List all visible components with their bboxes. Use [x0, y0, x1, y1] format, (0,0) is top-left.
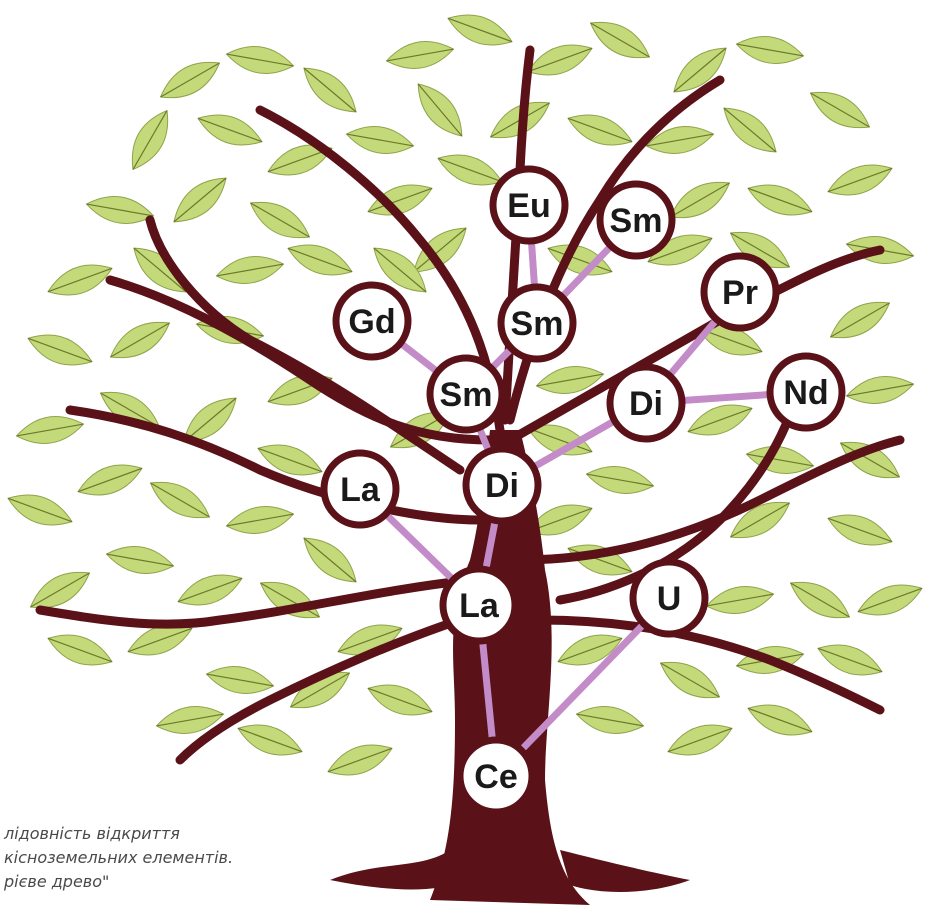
- element-node-pr: Pr: [704, 256, 776, 328]
- leaf: [854, 576, 927, 624]
- leaf: [716, 98, 785, 162]
- element-symbol: La: [340, 471, 381, 509]
- element-symbol: Sm: [511, 305, 564, 343]
- root-right: [560, 850, 690, 892]
- leaf: [154, 52, 226, 109]
- leaf: [296, 528, 365, 592]
- leaf: [296, 58, 365, 122]
- branch: [520, 440, 900, 560]
- leaf: [14, 411, 85, 448]
- leaf: [284, 236, 357, 284]
- element-symbol: Gd: [348, 303, 395, 341]
- leaf: [84, 191, 155, 228]
- element-symbol: Sm: [440, 376, 493, 414]
- element-symbol: Eu: [507, 187, 550, 225]
- leaf: [444, 6, 517, 54]
- leaf: [684, 396, 757, 444]
- element-node-gd: Gd: [336, 285, 408, 357]
- leaf: [814, 636, 887, 684]
- leaf: [224, 501, 295, 538]
- element-node-sm-mid: Sm: [501, 287, 573, 359]
- element-symbol: Di: [629, 385, 663, 423]
- element-symbol: U: [657, 580, 682, 618]
- element-symbol: Pr: [722, 274, 758, 312]
- leaf: [784, 572, 856, 629]
- leaf: [844, 371, 915, 408]
- leaf: [254, 572, 326, 629]
- element-node-la-center: La: [443, 569, 515, 641]
- caption-line-2: кісноземельних елементів.: [4, 846, 424, 870]
- element-node-ce: Ce: [460, 740, 532, 812]
- leaf: [734, 31, 805, 68]
- leaf: [44, 256, 117, 304]
- leaf: [564, 106, 637, 154]
- leaf: [24, 326, 97, 374]
- leaf: [584, 12, 656, 69]
- leaf: [524, 36, 597, 84]
- leaf: [244, 192, 316, 249]
- leaf: [344, 121, 415, 158]
- element-node-di-right: Di: [610, 367, 682, 439]
- element-node-sm-top: Sm: [600, 184, 672, 256]
- leaf: [104, 541, 175, 578]
- leaf: [74, 456, 147, 504]
- element-node-eu: Eu: [493, 169, 565, 241]
- leaf: [654, 652, 726, 709]
- leaf: [664, 716, 737, 764]
- element-node-sm-low: Sm: [430, 358, 502, 430]
- element-node-u: U: [633, 562, 705, 634]
- leaf: [704, 581, 775, 618]
- leaf: [824, 506, 897, 554]
- leaf: [574, 701, 645, 738]
- leaf: [204, 661, 275, 698]
- leaf: [214, 251, 285, 288]
- element-symbol: Di: [485, 467, 519, 505]
- leaf: [824, 292, 896, 349]
- leaf: [744, 176, 817, 224]
- leaf: [224, 41, 295, 78]
- element-symbol: Ce: [474, 758, 517, 796]
- leaf: [104, 312, 176, 369]
- element-symbol: La: [459, 587, 500, 625]
- leaf: [144, 472, 216, 529]
- branch: [40, 580, 470, 624]
- leaf: [804, 82, 876, 139]
- leaf: [44, 626, 117, 674]
- leaf: [384, 36, 455, 73]
- leaf: [166, 168, 235, 232]
- caption-line-3: рієве древо": [4, 870, 424, 894]
- leaf: [324, 736, 397, 784]
- caption-line-1: лідовність відкриття: [4, 822, 424, 846]
- leaf: [174, 566, 247, 614]
- leaf: [264, 136, 337, 184]
- leaf: [408, 76, 472, 145]
- leaf: [4, 486, 77, 534]
- leaf: [194, 106, 267, 154]
- leaf: [364, 676, 437, 724]
- leaf: [122, 104, 179, 176]
- caption: лідовність відкриття кісноземельних елем…: [4, 822, 424, 894]
- element-node-di-center: Di: [466, 449, 538, 521]
- element-node-la-left: La: [324, 453, 396, 525]
- element-symbol: Nd: [783, 374, 828, 412]
- leaf: [234, 716, 307, 764]
- element-node-nd: Nd: [770, 356, 842, 428]
- leaf: [744, 696, 817, 744]
- element-symbol: Sm: [610, 202, 663, 240]
- leaf: [824, 156, 897, 204]
- leaf: [584, 461, 655, 498]
